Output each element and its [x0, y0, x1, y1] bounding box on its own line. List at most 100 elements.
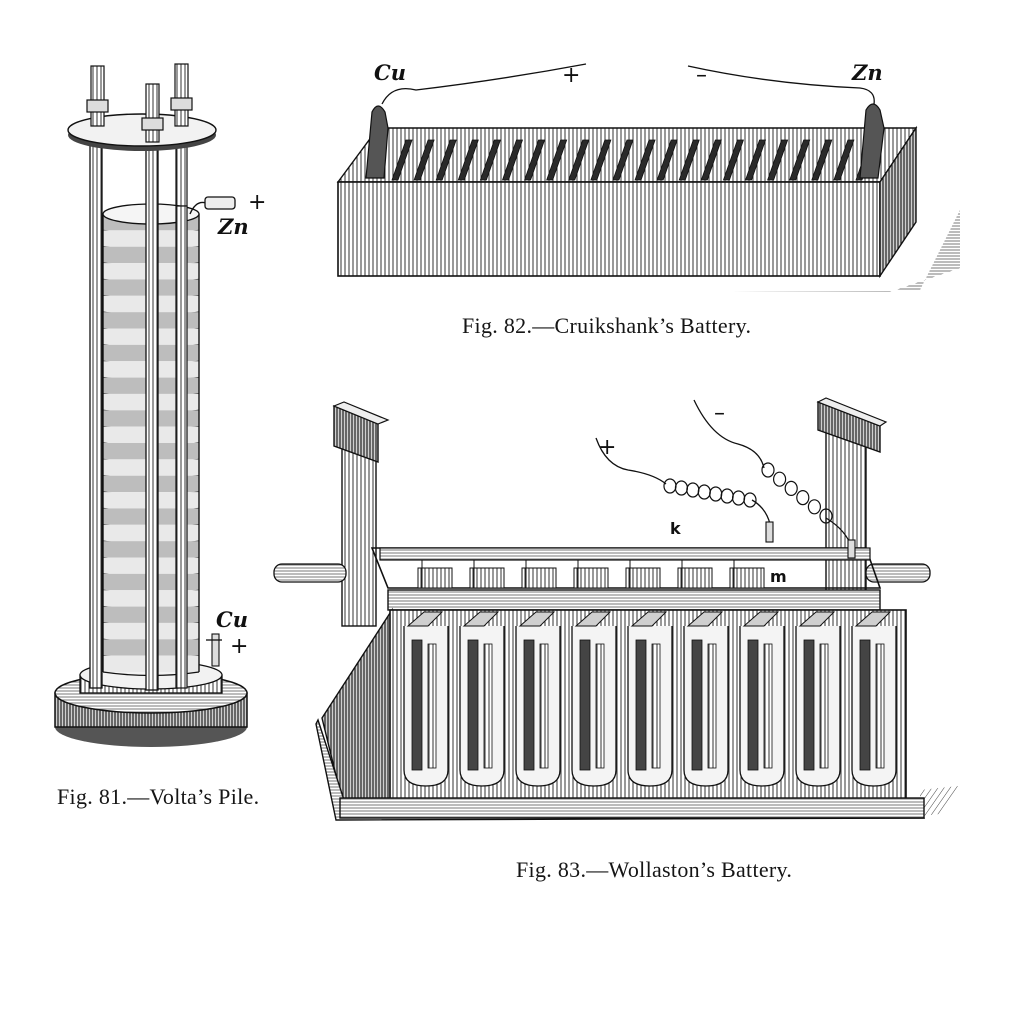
coil-loop [663, 478, 677, 494]
hanging-plate-top [469, 567, 505, 589]
copper-plate [595, 643, 605, 769]
zinc-plate [579, 639, 591, 771]
coil-loop [807, 499, 822, 515]
trough-plate [811, 139, 833, 181]
minus-wire [693, 399, 765, 469]
cu-wire [381, 63, 587, 105]
copper-plate [483, 643, 493, 769]
copper-plate [763, 643, 773, 769]
trough-plate [568, 139, 590, 181]
left-post [332, 401, 390, 627]
cu-end-plate [365, 105, 389, 179]
battery-cell [403, 626, 449, 787]
zinc-plate [411, 639, 423, 771]
fig-81-caption: Fig. 81.—Volta’s Pile. [57, 784, 260, 809]
minus-wire-coil [761, 462, 833, 524]
cruik-plus-sign: + [562, 63, 580, 88]
fig-83-caption: Fig. 83.—Wollaston’s Battery. [516, 857, 793, 882]
lifting-frame [370, 547, 882, 611]
trough-plate [744, 139, 767, 181]
terminal-m [847, 539, 856, 559]
copper-plate [707, 643, 717, 769]
cell-row [403, 611, 897, 787]
trough-plate [833, 139, 855, 181]
trough-plate [546, 139, 568, 181]
battery-cell [795, 626, 841, 787]
axle-left [273, 563, 347, 583]
trough-plate [656, 139, 678, 181]
battery-cell [739, 626, 785, 787]
frame-crossbars [417, 560, 765, 589]
battery-cell [571, 626, 617, 787]
coil-loop [720, 488, 734, 504]
axle-right [865, 563, 931, 583]
zinc-plate [523, 639, 535, 771]
plus-lead [751, 499, 771, 525]
battery-cell [683, 626, 729, 787]
trough-plate [457, 139, 479, 181]
copper-plate [819, 643, 829, 769]
terminal-k [765, 521, 774, 543]
volta-cu-label: Cu [216, 607, 248, 632]
trough-plate [413, 139, 435, 181]
trough-plate [590, 139, 612, 181]
trough-plate [789, 139, 811, 181]
trough-plate [524, 139, 546, 181]
volta-zn-sign: + [248, 190, 266, 215]
woll-k-label: k [670, 519, 681, 538]
trough-plate [634, 139, 656, 181]
zinc-plate [691, 639, 703, 771]
plus-wire [595, 437, 667, 485]
woll-m-label: m [770, 567, 787, 586]
pile-rod-right [175, 205, 188, 689]
cruikshank-battery-figure: Cu + – Zn [300, 60, 960, 292]
right-post [816, 397, 888, 593]
battery-cell [459, 626, 505, 787]
hanging-plate-top [677, 567, 713, 589]
volta-cu-sign: + [230, 634, 248, 659]
copper-plate [875, 643, 885, 769]
coil-loop [697, 484, 711, 500]
trough-plate [678, 139, 700, 181]
zinc-plate [803, 639, 815, 771]
pile-knobs [86, 63, 193, 143]
zn-terminal [204, 196, 236, 210]
trough-plate [391, 139, 413, 181]
battery-cell [627, 626, 673, 787]
pile-rod-left [89, 129, 103, 689]
coil-loop [796, 490, 810, 506]
hanging-plate-top [729, 567, 765, 589]
copper-zinc-plates [391, 139, 877, 181]
coil-loop [731, 490, 746, 506]
battery-cell [515, 626, 561, 787]
coil-loop [819, 508, 833, 524]
zn-wire-82 [687, 65, 875, 105]
trough-plate [767, 139, 789, 181]
trough-plate [612, 139, 634, 181]
zinc-plate [467, 639, 479, 771]
trough-plate [435, 139, 457, 181]
coil-loop [674, 480, 689, 496]
wollaston-battery-figure: + – k m [273, 397, 958, 821]
base-front [339, 797, 925, 819]
volta-zn-label: Zn [217, 214, 249, 239]
coil-loop [686, 482, 700, 498]
cruik-zn-label: Zn [851, 60, 883, 85]
hanging-plate-top [625, 567, 661, 589]
coil-loop [743, 492, 757, 508]
trough-plate [501, 139, 524, 181]
plus-wire-coil [663, 478, 757, 508]
coil-loop [709, 486, 723, 502]
cruik-cu-label: Cu [374, 60, 406, 85]
coil-loop [761, 462, 775, 478]
trough-front-wall [337, 181, 881, 277]
trough-plate [722, 139, 744, 181]
woll-plus-sign: + [598, 435, 616, 460]
volta-pile-figure: + Zn Cu + [54, 63, 266, 747]
coil-loop [784, 480, 798, 496]
trough-plate [700, 139, 722, 181]
copper-plate [539, 643, 549, 769]
trough-plate [479, 139, 501, 181]
